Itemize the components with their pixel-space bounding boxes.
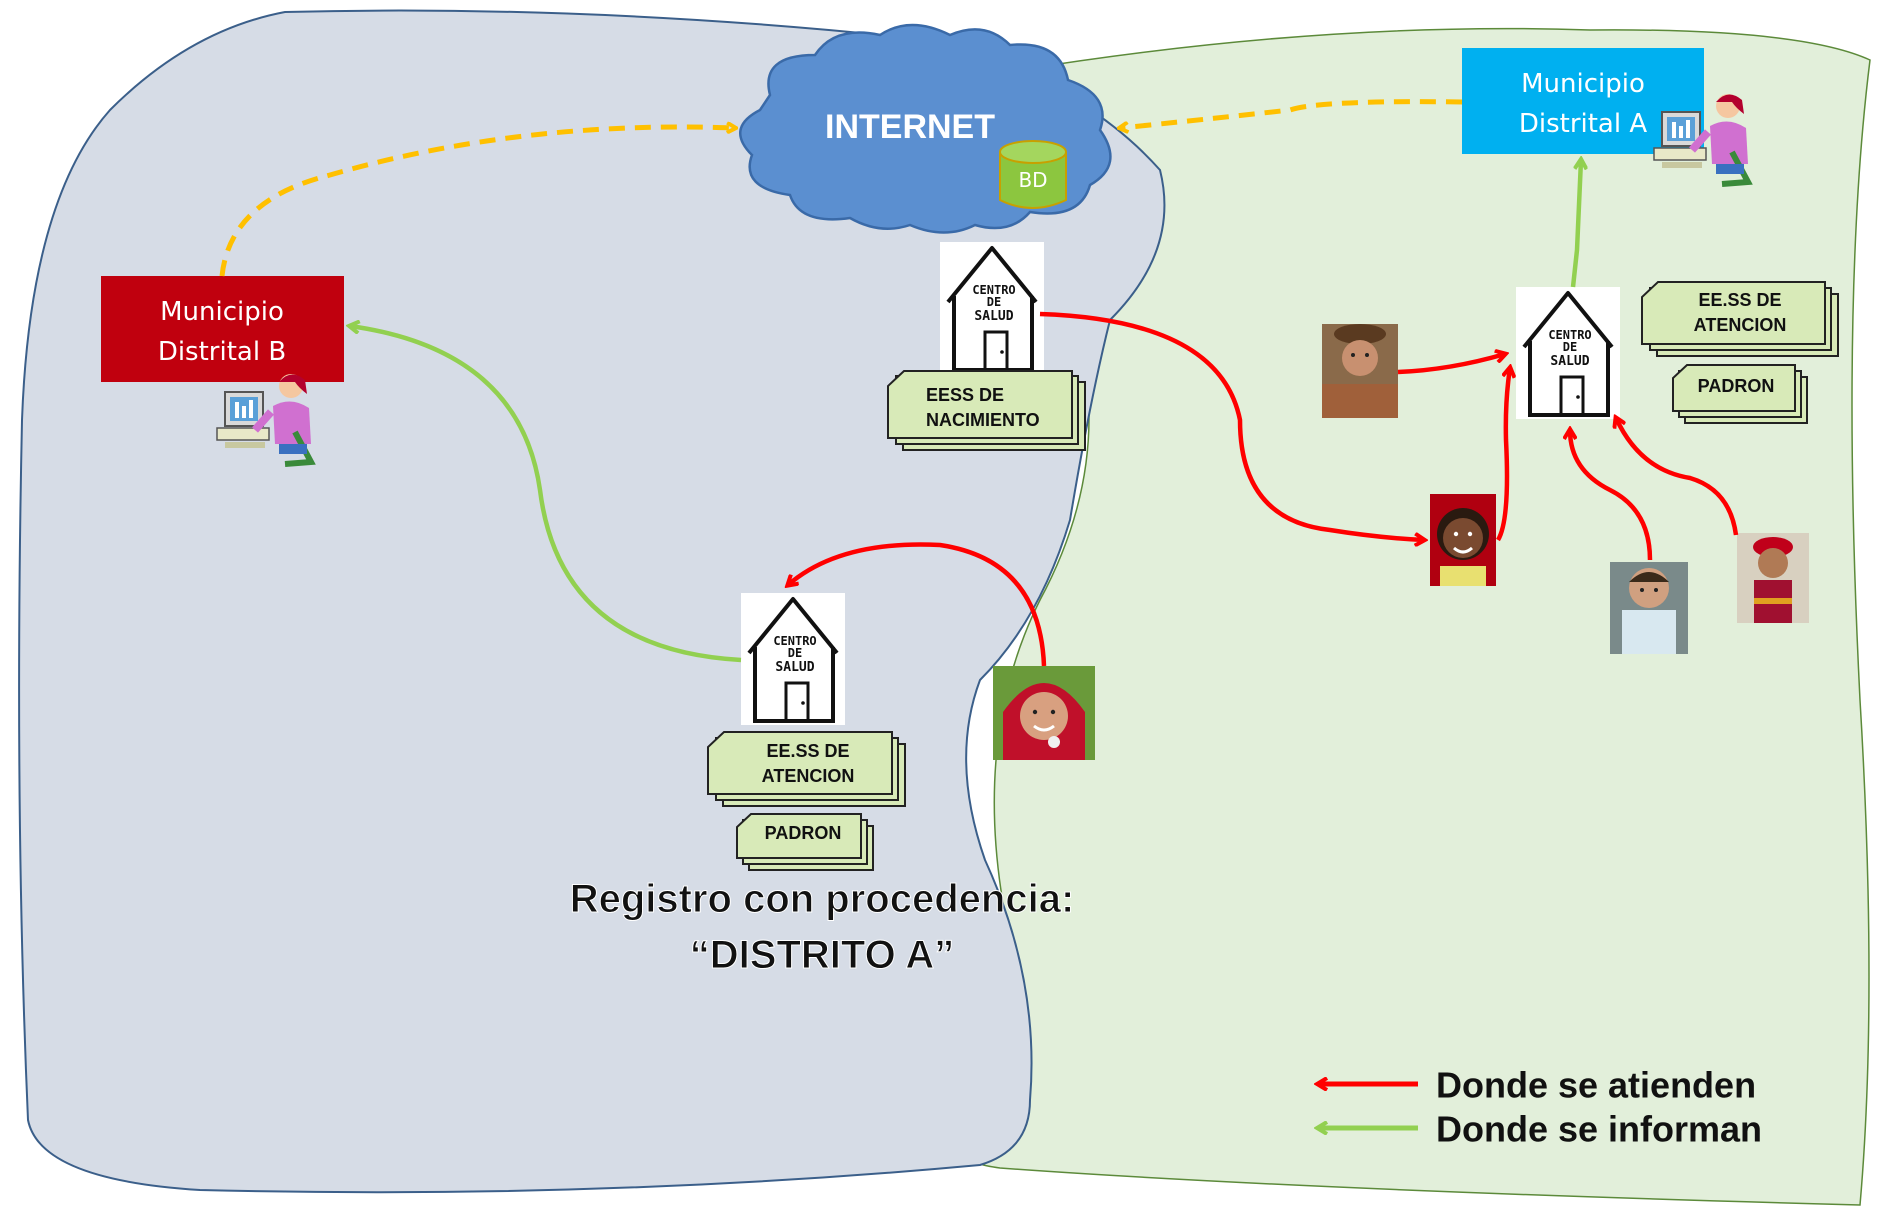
legend: Donde se atienden Donde se informan [1318, 1065, 1762, 1150]
child-portrait-4 [1737, 533, 1809, 623]
house-label-line2: DE [1563, 340, 1577, 354]
arrow-municipio-a-to-internet [1120, 99, 1463, 128]
doc-atencion-b-line2: ATENCION [762, 766, 855, 786]
house-label-line3: SALUD [974, 309, 1013, 324]
doc-stack-atencion-b: EE.SS DE ATENCION [707, 731, 906, 807]
arrow-child3-to-center-a [1570, 430, 1653, 561]
house-label-line1: CENTRO [773, 634, 816, 648]
child-portrait-3 [1610, 562, 1688, 654]
doc-atencion-a-line2: ATENCION [1694, 315, 1787, 335]
caption-line2: “DISTRITO A” [690, 933, 954, 977]
database-icon: BD [999, 140, 1067, 209]
health-center-district-b: CENTRO DE SALUD [739, 591, 847, 727]
child-portrait-1 [1322, 324, 1398, 418]
doc-atencion-b-line1: EE.SS DE [766, 741, 849, 761]
arrow-child-to-center-a [1397, 354, 1505, 375]
house-label-line2: DE [987, 295, 1001, 309]
legend-red-label: Donde se atienden [1436, 1065, 1756, 1106]
arrow-birth-center-to-child [1039, 311, 1424, 540]
internet-label: INTERNET [825, 108, 995, 146]
municipio-distrital-b: Municipio Distrital B [101, 276, 344, 382]
health-center-district-a: CENTRO DE SALUD [1514, 285, 1622, 421]
doc-nacimiento-line1: EESS DE [926, 385, 1004, 405]
database-label: BD [1018, 168, 1047, 192]
doc-padron-a-label: PADRON [1698, 376, 1775, 396]
municipio-a-line2: Distrital A [1519, 109, 1648, 139]
municipio-b-line2: Distrital B [158, 337, 286, 367]
child-portrait-2 [1430, 494, 1496, 586]
house-label-line3: SALUD [1550, 354, 1589, 369]
doc-stack-padron-b: PADRON [736, 813, 874, 871]
house-label-line1: CENTRO [1548, 328, 1591, 342]
municipio-b-line1: Municipio [160, 297, 284, 327]
caption-line1: Registro con procedencia: [570, 877, 1075, 921]
doc-stack-padron-a: PADRON [1672, 364, 1808, 424]
arrow-center-a-to-municipio-a [1570, 160, 1581, 288]
municipio-a-line1: Municipio [1521, 69, 1645, 99]
health-center-birth: CENTRO DE SALUD [938, 240, 1046, 376]
arrow-child4-to-center-a [1616, 418, 1739, 536]
arrow-municipio-b-to-internet [219, 127, 735, 277]
doc-nacimiento-line2: NACIMIENTO [926, 410, 1040, 430]
house-label-line2: DE [788, 646, 802, 660]
doc-stack-nacimiento: EESS DE NACIMIENTO [887, 370, 1086, 451]
house-label-line3: SALUD [775, 660, 814, 675]
doc-padron-b-label: PADRON [765, 823, 842, 843]
arrow-child5-to-center-b [788, 542, 1047, 667]
house-label-line1: CENTRO [972, 283, 1015, 297]
child-portrait-5 [993, 666, 1095, 760]
doc-atencion-a-line1: EE.SS DE [1698, 290, 1781, 310]
arrow-center-b-to-municipio-b [350, 326, 742, 663]
legend-green-label: Donde se informan [1436, 1109, 1762, 1150]
arrow-child2-to-center-a [1496, 368, 1510, 542]
doc-stack-atencion-a: EE.SS DE ATENCION [1641, 281, 1839, 357]
